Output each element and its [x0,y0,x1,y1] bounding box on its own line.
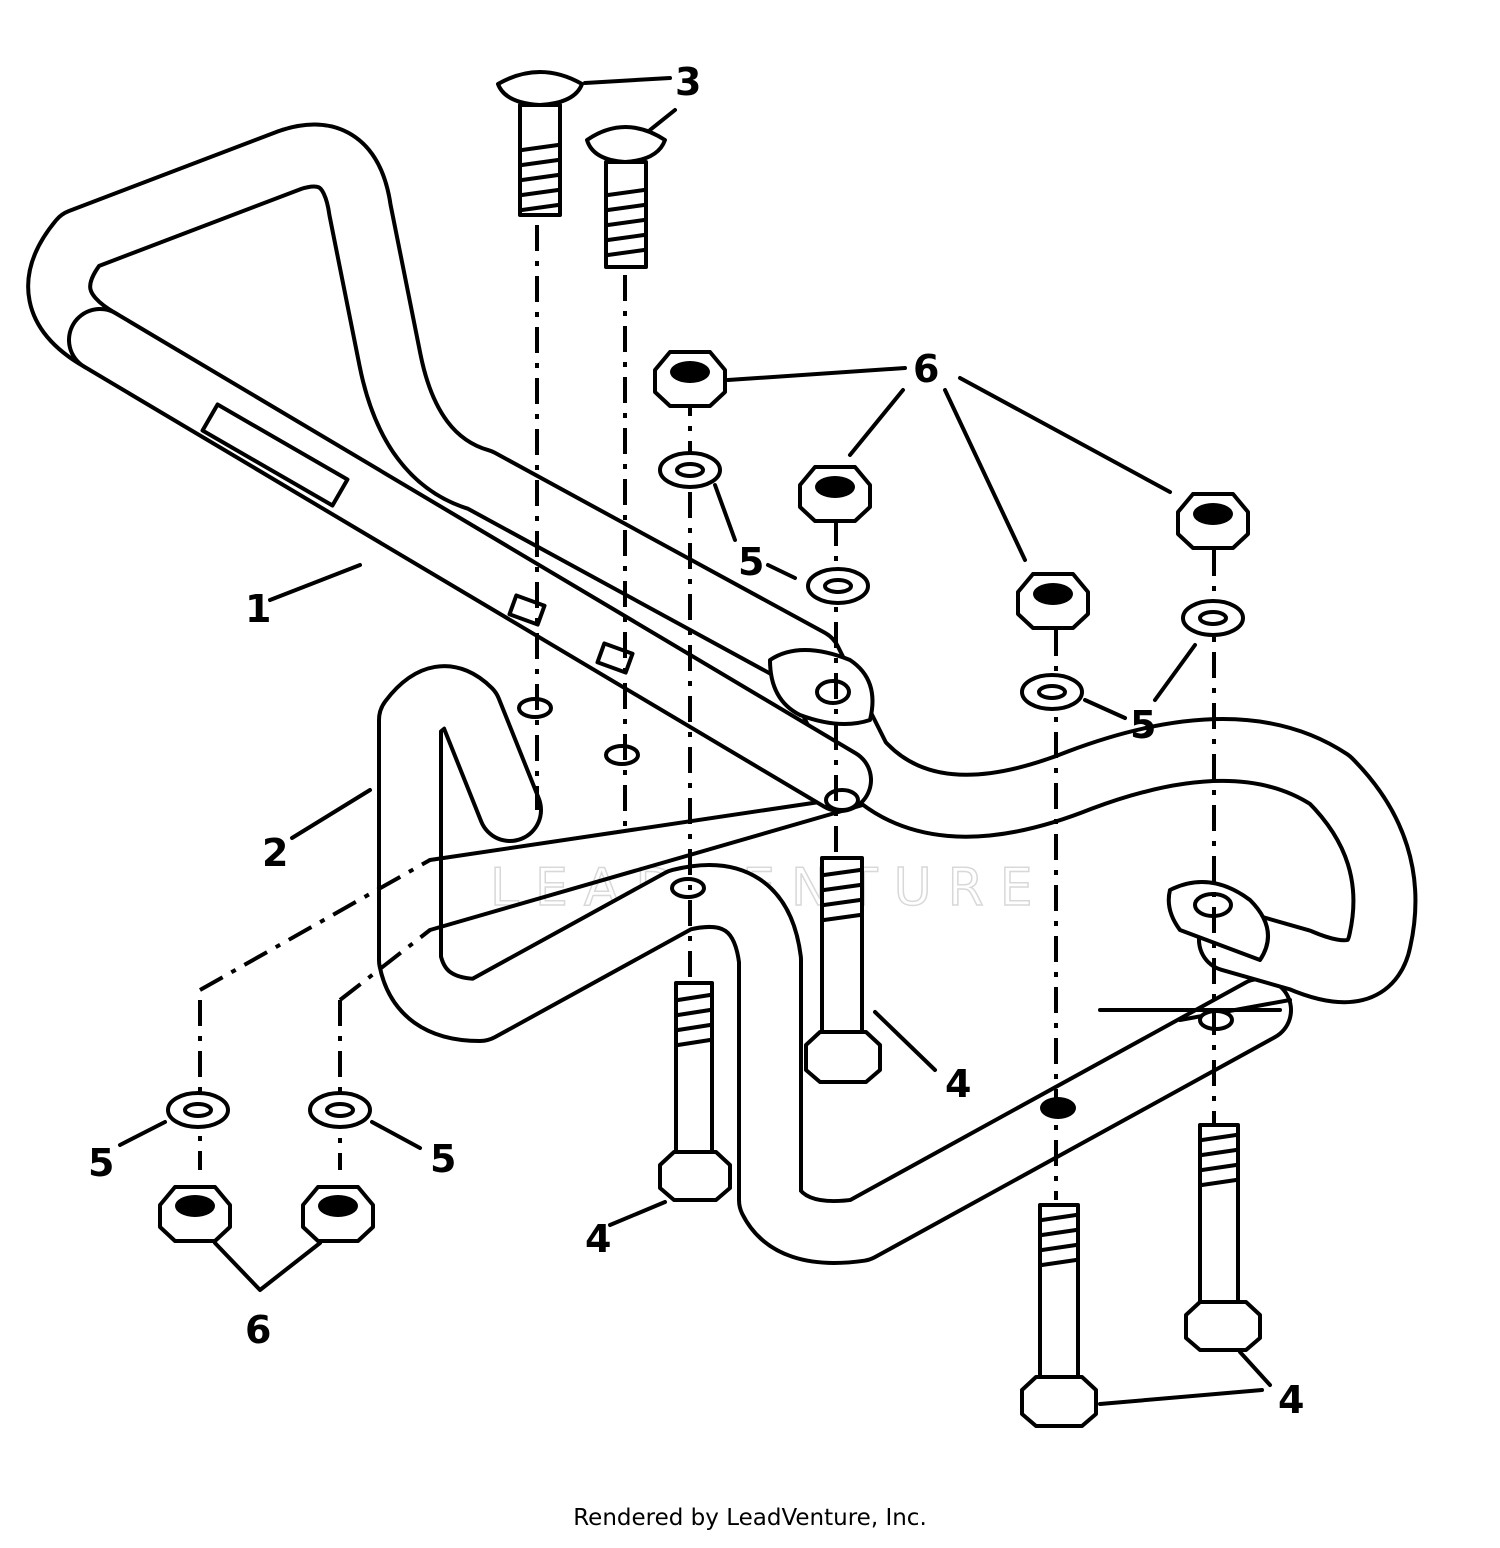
carriage-bolt-2 [585,125,667,269]
lock-washer-c [1020,673,1084,711]
hex-nut-d [1176,492,1250,550]
hex-nut-a [653,350,727,408]
lock-washer-a [658,451,722,489]
lock-washer-e [166,1091,230,1129]
hex-bolt-d [1184,1123,1262,1352]
callout-3: 3 [675,60,701,104]
callout-4-right: 4 [1278,1378,1304,1422]
hex-nut-f [301,1185,375,1243]
footer-credit: Rendered by LeadVenture, Inc. [573,1505,927,1531]
lock-washer-d [1181,599,1245,637]
callout-1: 1 [245,587,271,631]
callout-6-bottom: 6 [245,1308,271,1352]
lower-bracket [377,664,1293,1265]
lock-washer-f [308,1091,372,1129]
callout-2: 2 [262,831,288,875]
hex-nut-b [798,465,872,523]
hex-bolt-b [658,981,732,1202]
leader-lines [118,76,1272,1406]
hex-nut-e [158,1185,232,1243]
carriage-bolt-1 [496,70,584,217]
hex-bolt-a [804,856,882,1084]
handle-tube [26,122,1418,1119]
callout-4-center: 4 [945,1062,971,1106]
callout-5-right: 5 [1130,703,1156,747]
callout-4-left: 4 [585,1217,611,1261]
callout-6-top: 6 [913,347,939,391]
hex-bolt-c [1020,1203,1098,1428]
callout-5-left: 5 [738,540,764,584]
callout-5-lower-left: 5 [88,1141,114,1185]
hex-nut-c [1016,572,1090,630]
callout-5-lower-right: 5 [430,1137,456,1181]
callouts: 3 6 5 5 1 2 4 4 4 5 5 6 [88,60,1304,1422]
lock-washer-b [806,567,870,605]
